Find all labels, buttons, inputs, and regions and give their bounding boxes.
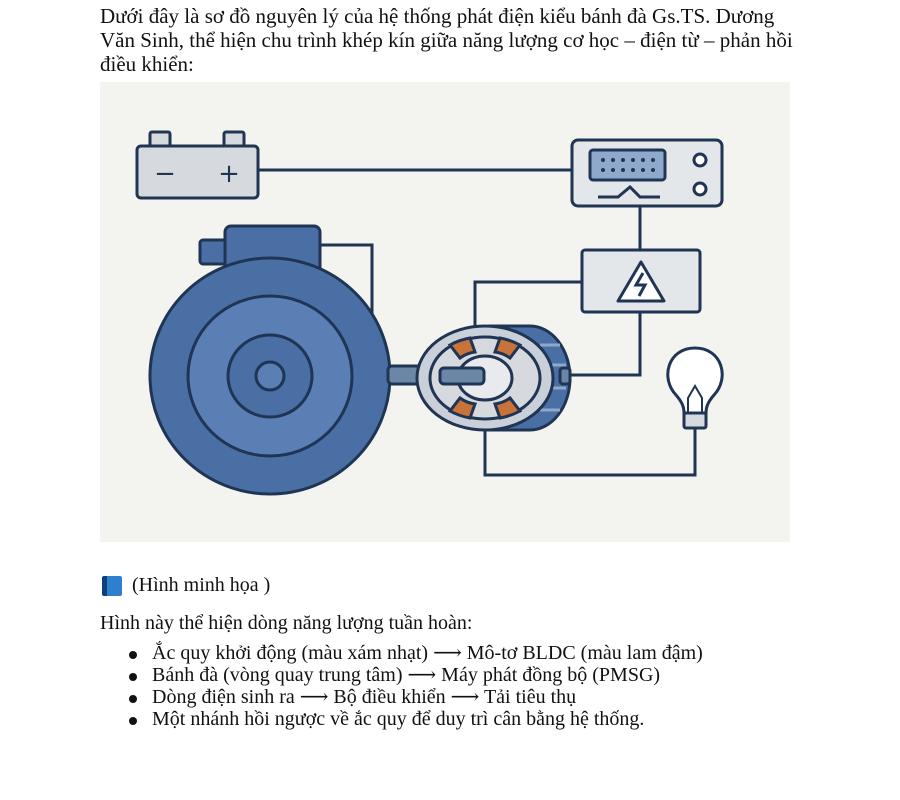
lead-sentence: Hình này thể hiện dòng năng lượng tuần h… bbox=[100, 612, 473, 634]
wire-inverter-generator-right bbox=[560, 312, 642, 377]
controller-icon bbox=[570, 138, 724, 208]
battery-minus: − bbox=[154, 159, 176, 189]
list-item: Một nhánh hồi ngược về ắc quy để duy trì… bbox=[125, 708, 805, 730]
battery-plus: + bbox=[218, 159, 240, 189]
pmsg-generator-icon bbox=[415, 324, 572, 432]
energy-flow-list: Ắc quy khởi động (màu xám nhạt) ⟶ Mô-tơ … bbox=[125, 642, 805, 730]
wire-load-generator bbox=[483, 425, 697, 477]
blue-book-icon bbox=[102, 575, 122, 596]
wire-inverter-generator-top bbox=[473, 280, 582, 335]
figure-caption: (Hình minh họa ) bbox=[102, 574, 270, 597]
intro-paragraph: Dưới đây là sơ đồ nguyên lý của hệ thống… bbox=[100, 4, 793, 76]
list-item: Bánh đà (vòng quay trung tâm) ⟶ Máy phát… bbox=[125, 664, 805, 686]
wire-motor bbox=[320, 243, 374, 330]
flywheel-icon bbox=[148, 256, 392, 496]
light-bulb-icon bbox=[666, 346, 724, 430]
inverter-warning-icon bbox=[580, 248, 702, 314]
flywheel-system-diagram: − + bbox=[100, 82, 790, 542]
caption-text: (Hình minh họa ) bbox=[132, 574, 271, 596]
battery-icon: − + bbox=[135, 130, 260, 200]
list-item: Ắc quy khởi động (màu xám nhạt) ⟶ Mô-tơ … bbox=[125, 642, 805, 664]
list-item: Dòng điện sinh ra ⟶ Bộ điều khiển ⟶ Tải … bbox=[125, 686, 805, 708]
